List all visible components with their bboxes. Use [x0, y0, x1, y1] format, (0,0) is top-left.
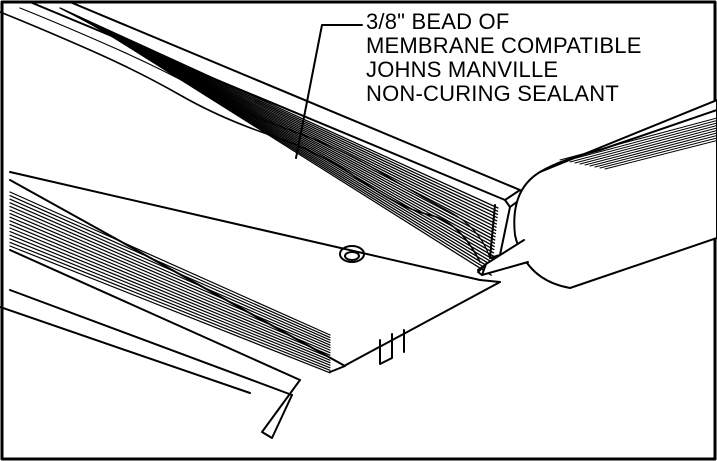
- flange-hatch-line: [9, 220, 331, 356]
- lower-flange: [0, 171, 501, 439]
- flange-hatch-line: [9, 227, 331, 361]
- flange-hatch-line: [9, 195, 331, 339]
- tube-shade-line: [564, 120, 717, 162]
- tube-shade-line: [579, 127, 717, 165]
- callout-line-1: 3/8" BEAD OF: [366, 9, 510, 34]
- tube-shade-line: [584, 130, 717, 166]
- callout-line-2: MEMBRANE COMPATIBLE: [366, 33, 642, 58]
- tube-shade-line: [594, 135, 717, 168]
- fastener-hole: [339, 245, 365, 263]
- callout-line-4: NON-CURING SEALANT: [366, 81, 619, 106]
- flange-hatch-line: [9, 238, 331, 369]
- tube-shade-line: [559, 117, 717, 161]
- flange-hatch-line: [9, 205, 331, 346]
- flange-hatch-line: [9, 231, 331, 364]
- tube-shade-line: [569, 122, 717, 163]
- flange-hatch-line: [9, 223, 331, 359]
- flange-hatch-line: [9, 202, 331, 344]
- flange-hatch-line: [9, 245, 331, 374]
- callout-note: 3/8" BEAD OF MEMBRANE COMPATIBLE JOHNS M…: [366, 10, 642, 106]
- callout-leader: [295, 24, 363, 159]
- flange-hatch-line: [9, 209, 331, 349]
- flange-hatch-line: [9, 241, 331, 371]
- sealed-seam-line: [0, 11, 481, 263]
- flange-hatch-line: [9, 213, 331, 351]
- tube-shade-line: [589, 132, 717, 167]
- flange-hatch-line: [9, 198, 331, 341]
- sealed-seam-line-2: [19, 7, 491, 259]
- lower-flange-hatching: [9, 191, 331, 374]
- sealant-tube-shading: [559, 117, 717, 170]
- flange-hatch-line: [9, 216, 331, 354]
- flange-hatch-line: [9, 191, 331, 336]
- flange-hatch-line: [9, 234, 331, 366]
- sealant-tube: [477, 99, 717, 289]
- tube-shade-line: [604, 140, 717, 170]
- tube-shade-line: [599, 137, 717, 169]
- tube-shade-line: [574, 125, 717, 164]
- upper-rib-hatching: [59, 7, 499, 276]
- rib-hatch-line: [92, 24, 492, 276]
- callout-line-3: JOHNS MANVILLE: [366, 57, 559, 82]
